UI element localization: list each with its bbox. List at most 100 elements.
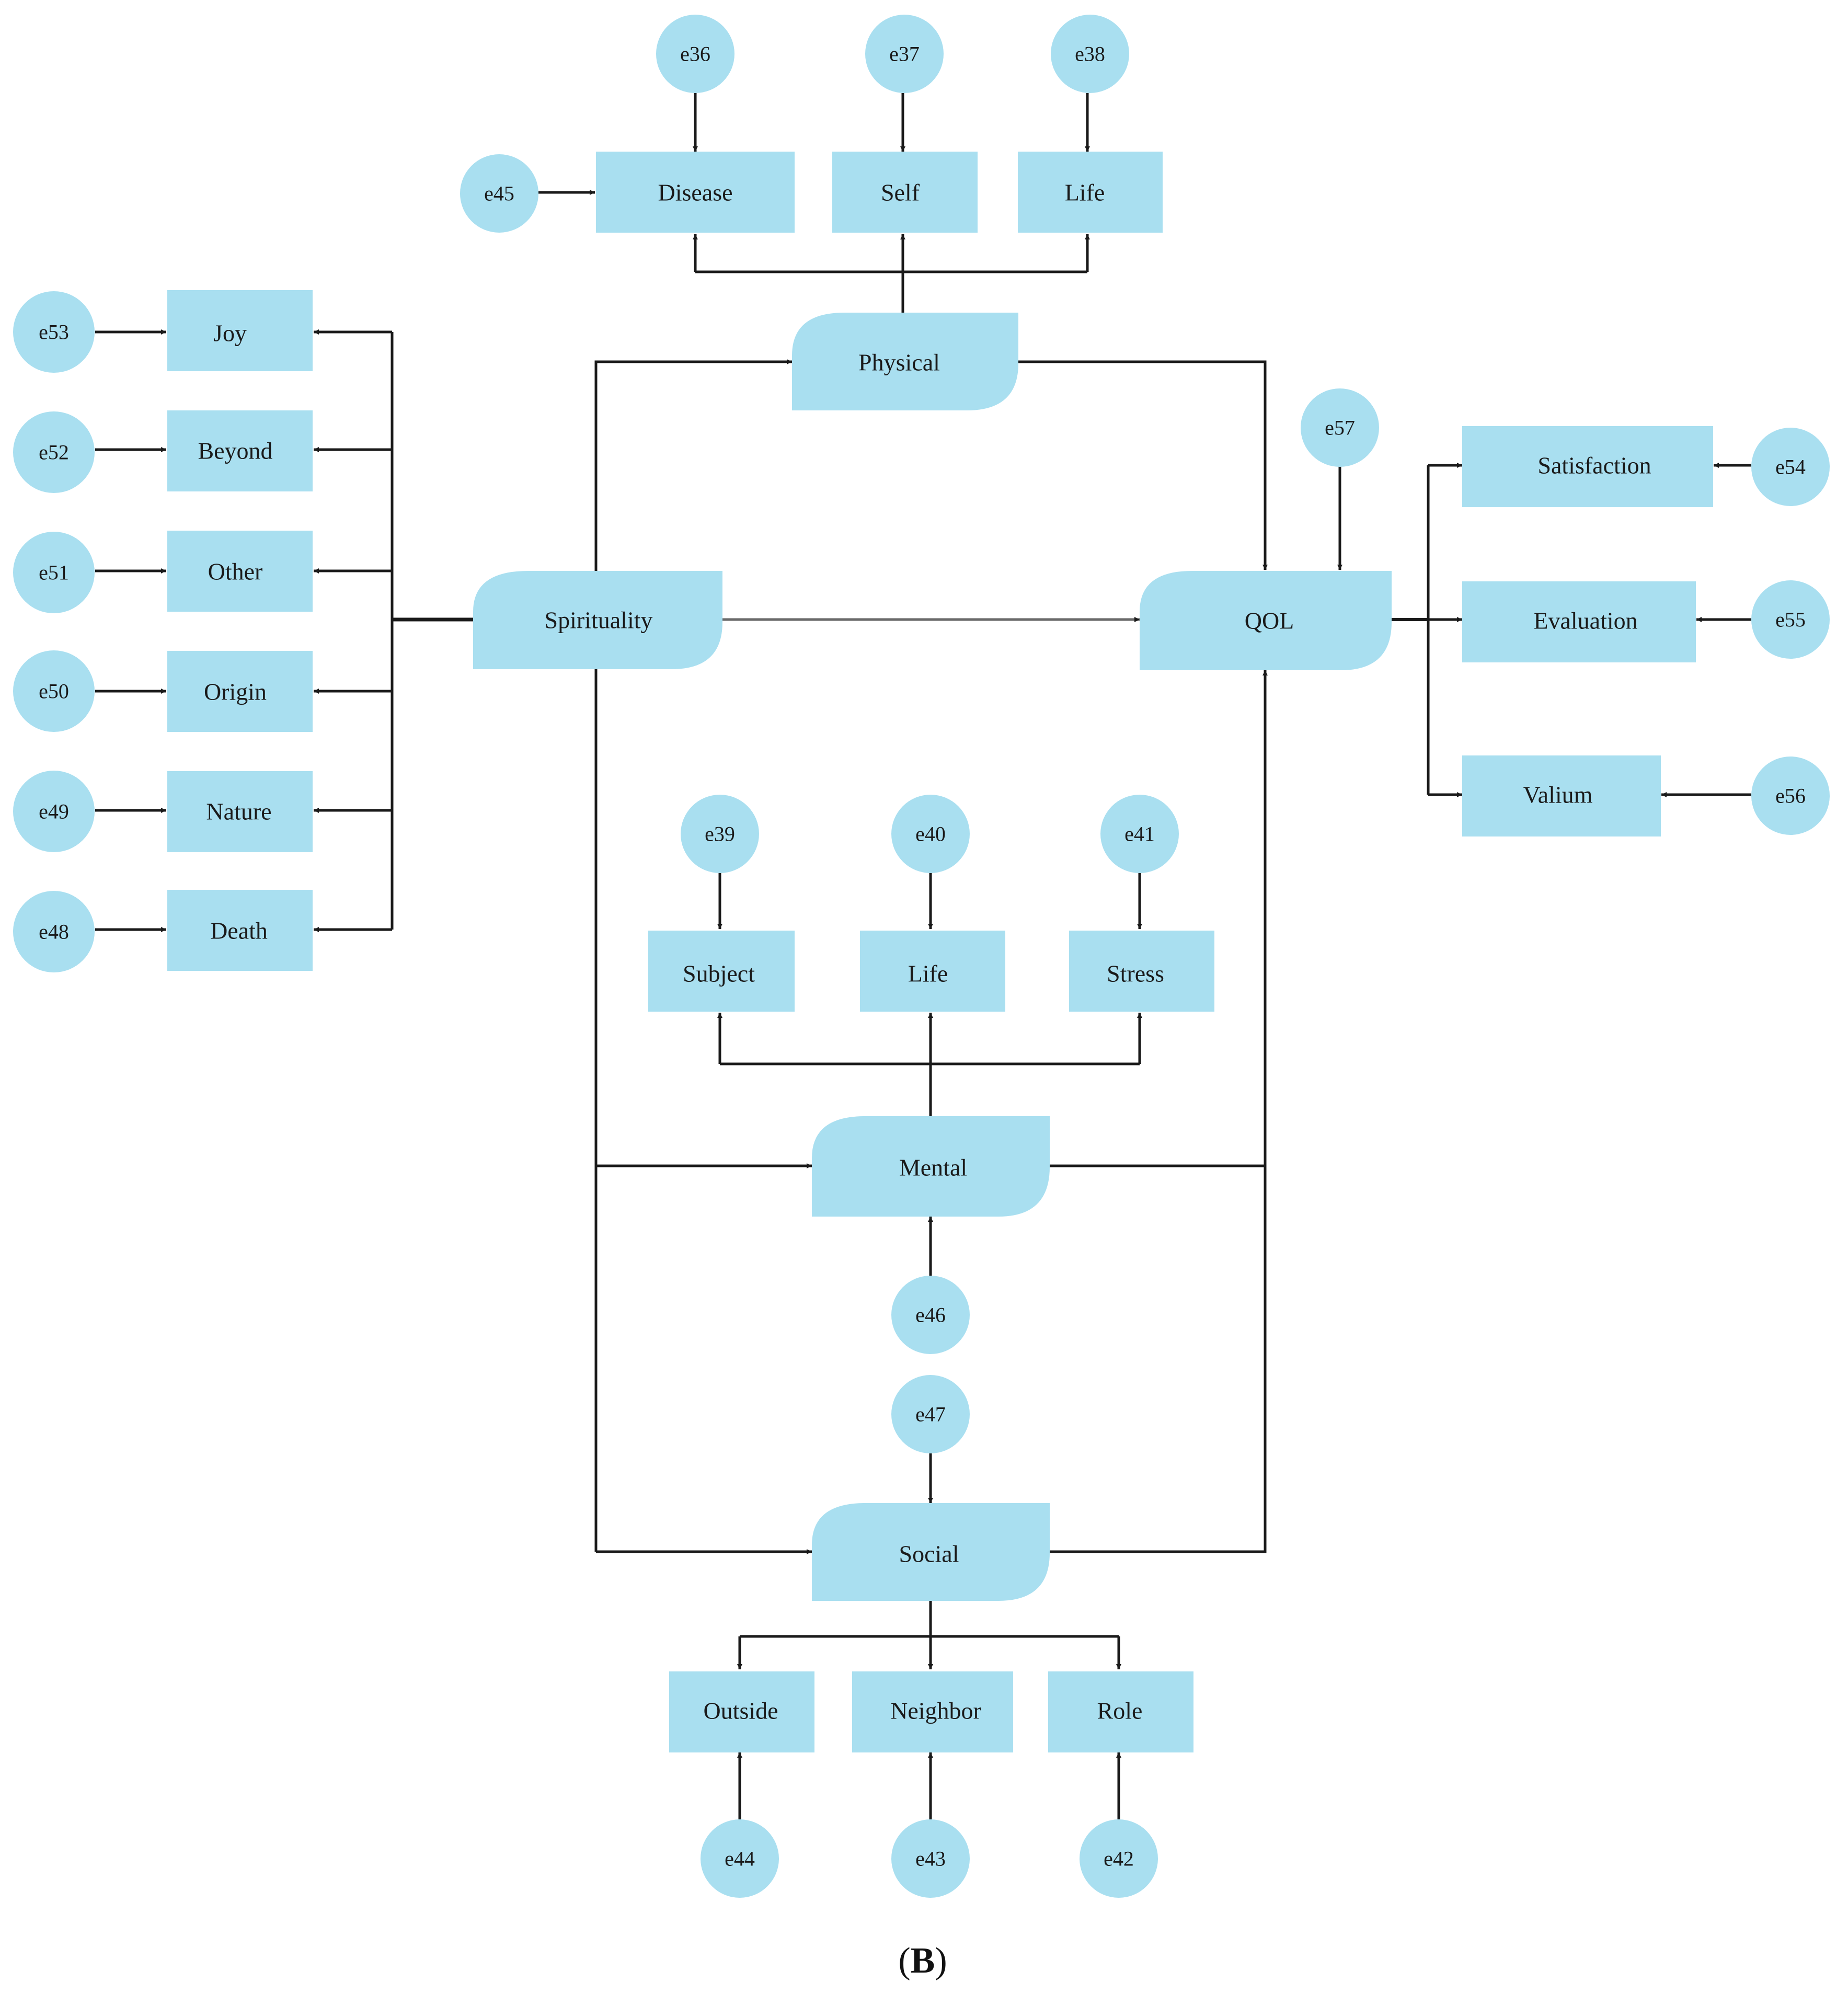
observed-evaluation-label: Evaluation xyxy=(1533,608,1637,634)
caption-close-paren: ) xyxy=(935,1941,947,1981)
latent-social-shape xyxy=(812,1503,1050,1601)
observed-joy: Joy xyxy=(167,290,313,371)
social-indicator-bus xyxy=(740,1601,1119,1638)
latent-qol: QOL xyxy=(1140,571,1392,670)
observed-outside: Outside xyxy=(669,1671,814,1752)
latent-variables: Spirituality Physical QOL Mental Social xyxy=(473,313,1392,1601)
error-e57-label: e57 xyxy=(1325,416,1355,440)
error-e36: e36 xyxy=(656,15,734,93)
error-e40-label: e40 xyxy=(915,822,946,846)
latent-mental: Mental xyxy=(812,1116,1050,1217)
observed-beyond-label: Beyond xyxy=(198,438,272,464)
error-e41-label: e41 xyxy=(1124,822,1155,846)
observed-death: Death xyxy=(167,890,313,971)
error-e37: e37 xyxy=(865,15,944,93)
error-e52-label: e52 xyxy=(39,441,69,464)
error-e46: e46 xyxy=(891,1276,970,1354)
caption-letter: B xyxy=(911,1941,935,1981)
error-e56: e56 xyxy=(1751,757,1830,835)
observed-valium-label: Valium xyxy=(1523,782,1593,808)
error-e53-label: e53 xyxy=(39,320,69,344)
error-terms: e36 e37 e38 e45 e53 e52 e51 e50 e49 e48 … xyxy=(13,15,1830,1898)
error-e45: e45 xyxy=(460,154,538,233)
error-e55: e55 xyxy=(1751,580,1830,659)
error-e39-label: e39 xyxy=(705,822,735,846)
observed-self-label: Self xyxy=(881,179,920,206)
error-e38-label: e38 xyxy=(1075,42,1105,66)
mental-indicator-bus xyxy=(720,1062,1140,1116)
latent-physical-shape xyxy=(792,313,1018,410)
latent-spirituality-shape xyxy=(473,571,722,669)
error-e43: e43 xyxy=(891,1819,970,1898)
observed-satisfaction-label: Satisfaction xyxy=(1537,452,1651,479)
error-e49-label: e49 xyxy=(39,800,69,823)
error-e54-label: e54 xyxy=(1775,455,1806,479)
latent-physical: Physical xyxy=(792,313,1018,410)
observed-nature: Nature xyxy=(167,771,313,852)
latent-mental-shape xyxy=(812,1116,1050,1217)
observed-death-label: Death xyxy=(210,918,268,944)
observed-joy-label: Joy xyxy=(213,320,247,347)
error-e44-label: e44 xyxy=(725,1847,755,1871)
error-e39: e39 xyxy=(681,795,759,873)
observed-outside-label: Outside xyxy=(703,1698,778,1724)
caption-open-paren: ( xyxy=(898,1941,910,1981)
observed-nature-label: Nature xyxy=(206,798,271,825)
figure-caption: (B) xyxy=(898,1941,947,1981)
observed-life-physical: Life xyxy=(1018,152,1163,233)
observed-valium: Valium xyxy=(1462,755,1661,836)
observed-life-physical-label: Life xyxy=(1065,179,1105,206)
error-e47: e47 xyxy=(891,1375,970,1453)
error-e52: e52 xyxy=(13,411,95,493)
error-e41: e41 xyxy=(1100,795,1179,873)
latent-social-label: Social xyxy=(899,1541,959,1567)
error-e43-label: e43 xyxy=(915,1847,946,1871)
observed-subject: Subject xyxy=(648,931,795,1012)
observed-neighbor: Neighbor xyxy=(852,1671,1013,1752)
observed-satisfaction: Satisfaction xyxy=(1462,426,1713,507)
error-e44: e44 xyxy=(701,1819,779,1898)
observed-subject-label: Subject xyxy=(683,960,755,987)
observed-other-label: Other xyxy=(208,558,263,585)
latent-mental-label: Mental xyxy=(899,1154,967,1181)
error-e51: e51 xyxy=(13,532,95,613)
error-e42: e42 xyxy=(1080,1819,1158,1898)
observed-stress-label: Stress xyxy=(1107,960,1164,987)
physical-indicator-bus xyxy=(695,270,1087,313)
observed-neighbor-label: Neighbor xyxy=(890,1698,981,1724)
observed-other: Other xyxy=(167,531,313,612)
error-e48: e48 xyxy=(13,891,95,972)
arrow-physical-to-qol xyxy=(1018,360,1268,570)
error-e48-label: e48 xyxy=(39,920,69,944)
observed-origin: Origin xyxy=(167,651,313,732)
observed-stress: Stress xyxy=(1069,931,1214,1012)
observed-disease: Disease xyxy=(596,152,795,233)
latent-social: Social xyxy=(812,1503,1050,1601)
error-e49: e49 xyxy=(13,771,95,852)
error-e42-label: e42 xyxy=(1104,1847,1134,1871)
error-e53: e53 xyxy=(13,291,95,373)
observed-self: Self xyxy=(832,152,978,233)
error-e46-label: e46 xyxy=(915,1303,946,1327)
observed-beyond: Beyond xyxy=(167,410,313,491)
observed-disease-label: Disease xyxy=(658,179,732,206)
observed-life-mental: Life xyxy=(860,931,1005,1012)
error-e45-label: e45 xyxy=(484,182,514,205)
error-e37-label: e37 xyxy=(889,42,920,66)
error-e57: e57 xyxy=(1301,388,1379,467)
latent-spirituality: Spirituality xyxy=(473,571,722,669)
error-e50: e50 xyxy=(13,650,95,732)
error-e56-label: e56 xyxy=(1775,784,1806,808)
observed-role-label: Role xyxy=(1097,1698,1143,1724)
observed-life-mental-label: Life xyxy=(908,960,948,987)
observed-role: Role xyxy=(1048,1671,1193,1752)
arrow-social-to-qol xyxy=(1050,670,1268,1553)
latent-qol-shape xyxy=(1140,571,1392,670)
observed-evaluation: Evaluation xyxy=(1462,581,1696,662)
latent-spirituality-label: Spirituality xyxy=(545,607,653,634)
error-e54: e54 xyxy=(1751,428,1830,506)
connectors xyxy=(95,93,1751,1819)
error-e36-label: e36 xyxy=(680,42,710,66)
observed-origin-label: Origin xyxy=(204,679,267,705)
